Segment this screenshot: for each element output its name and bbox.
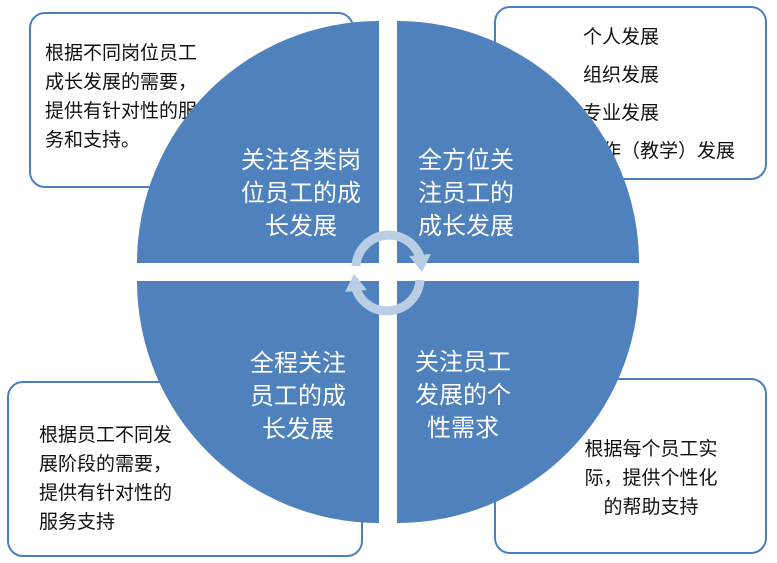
quadrant-bottom-right-label: 关注员工 发展的个 性需求	[396, 346, 530, 445]
callout-top-right-line-1: 个人发展	[583, 26, 660, 48]
quadrant-top-right	[397, 21, 639, 263]
quadrant-top-right-line-1: 全方位关	[418, 146, 514, 174]
quadrant-top-right-label: 全方位关 注员工的 成长发展	[404, 144, 528, 243]
callout-bottom-left-line-1: 根据员工不同发	[39, 424, 173, 446]
callout-bottom-right-line-2: 际，提供个性化	[584, 467, 718, 489]
quadrant-top-left-line-3: 长发展	[265, 212, 337, 240]
cycle-arrow-bottom	[345, 274, 425, 316]
callout-top-left-line-3: 提供有针对性的服	[45, 100, 198, 122]
quadrant-top-right-line-2: 注员工的	[418, 179, 514, 207]
quadrant-top-left-label: 关注各类岗 位员工的成 长发展	[216, 144, 386, 243]
quadrant-bottom-left-label: 全程关注 员工的成 长发展	[236, 347, 360, 446]
quadrant-top-left-line-2: 位员工的成	[241, 179, 361, 207]
callout-bottom-left-line-2: 展阶段的需要，	[39, 453, 173, 475]
callout-top-left-line-1: 根据不同岗位员工	[45, 42, 198, 64]
quadrant-top-left-line-1: 关注各类岗	[241, 146, 361, 174]
quadrant-bottom-left	[137, 281, 379, 523]
cycle-arrow-top	[351, 230, 431, 272]
quadrant-bottom-left-line-3: 长发展	[262, 415, 334, 443]
quadrant-bottom-left-line-1: 全程关注	[250, 349, 346, 377]
callout-top-right-line-3: 专业发展	[583, 102, 660, 124]
callout-top-right-line-4: 工作（教学）发展	[583, 140, 736, 162]
callout-top-right-line-2: 组织发展	[583, 64, 660, 86]
callout-top-left-line-2: 成长发展的需要，	[45, 71, 198, 93]
callout-bottom-right-line-1: 根据每个员工实	[584, 438, 718, 460]
quadrant-bottom-left-line-2: 员工的成	[250, 382, 346, 410]
callout-bottom-left-line-4: 服务支持	[39, 511, 116, 533]
quadrant-bottom-right-line-1: 关注员工	[415, 348, 511, 376]
quadrant-top-left	[137, 21, 379, 263]
quadrant-bottom-right	[397, 281, 639, 523]
quadrant-bottom-right-line-3: 性需求	[427, 414, 499, 442]
quadrant-top-right-line-3: 成长发展	[418, 212, 514, 240]
callout-top-left-line-4: 务和支持。	[45, 129, 141, 151]
quadrant-bottom-right-line-2: 发展的个	[415, 381, 511, 409]
callout-bottom-left-line-3: 提供有针对性的	[39, 482, 173, 504]
callout-bottom-right-line-3: 的帮助支持	[603, 496, 699, 518]
